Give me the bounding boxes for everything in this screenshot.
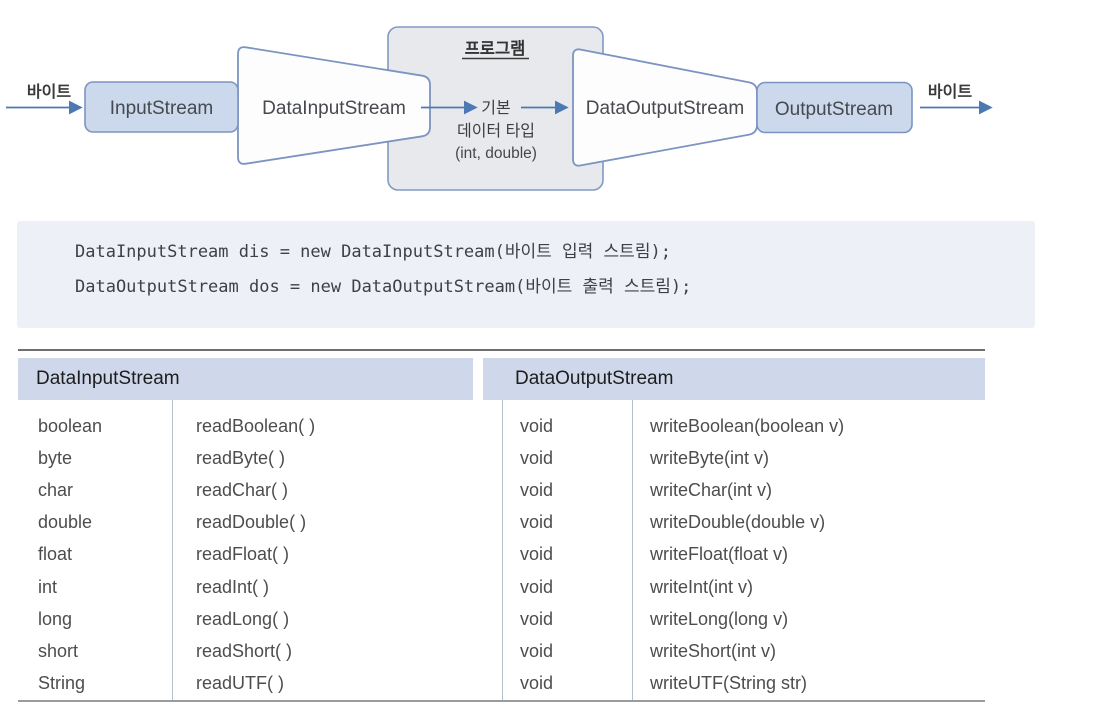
cell-write-method: writeFloat(float v) (650, 544, 789, 565)
cell-return-type: void (520, 544, 554, 565)
table-row: long readLong( ) void writeLong(long v) (18, 603, 985, 635)
cell-write-method: writeDouble(double v) (650, 512, 826, 533)
cell-write-method: writeBoolean(boolean v) (650, 415, 845, 436)
table-row: double readDouble( ) void writeDouble(do… (18, 507, 985, 539)
cell-write-method: writeInt(int v) (650, 576, 754, 597)
code-snippet: DataInputStream dis = new DataInputStrea… (17, 221, 1035, 328)
cell-return-type: void (520, 608, 554, 629)
cell-type: String (38, 673, 86, 694)
header-data-input-stream: DataInputStream (18, 358, 473, 400)
header-gap (473, 358, 483, 400)
output-stream-label: OutputStream (775, 99, 893, 120)
data-input-stream-label: DataInputStream (262, 98, 406, 119)
cell-type: boolean (38, 415, 103, 436)
cell-type: int (38, 576, 58, 597)
table-body: boolean readBoolean( ) void writeBoolean… (18, 400, 985, 700)
input-stream-box (84, 81, 239, 133)
cell-write-method: writeLong(long v) (650, 608, 789, 629)
cell-read-method: readByte( ) (196, 447, 286, 468)
cell-read-method: readChar( ) (196, 479, 289, 500)
cell-return-type: void (520, 479, 554, 500)
cell-return-type: void (520, 673, 554, 694)
cell-type: byte (38, 447, 73, 468)
cell-type: char (38, 479, 74, 500)
program-line2: 데이터 타입 (457, 122, 535, 140)
cell-type: short (38, 640, 79, 661)
code-line-1: DataInputStream dis = new DataInputStrea… (75, 242, 671, 262)
table-bottom-rule (18, 700, 985, 702)
column-divider (172, 400, 173, 700)
data-input-stream-trapezoid (237, 46, 431, 165)
table-row: byte readByte( ) void writeByte(int v) (18, 442, 985, 474)
code-line-2: DataOutputStream dos = new DataOutputStr… (75, 277, 692, 297)
cell-read-method: readInt( ) (196, 576, 270, 597)
cell-type: long (38, 608, 73, 629)
cell-return-type: void (520, 447, 554, 468)
cell-write-method: writeShort(int v) (650, 640, 777, 661)
program-line3: (int, double) (455, 145, 537, 162)
byte-label-left: 바이트 (27, 83, 71, 101)
cell-return-type: void (520, 640, 554, 661)
input-stream-label: InputStream (110, 98, 214, 119)
cell-return-type: void (520, 576, 554, 597)
table-row: char readChar( ) void writeChar(int v) (18, 474, 985, 506)
cell-return-type: void (520, 512, 554, 533)
byte-label-right: 바이트 (928, 83, 972, 101)
table-row: boolean readBoolean( ) void writeBoolean… (18, 410, 985, 442)
program-title: 프로그램 (465, 39, 526, 58)
cell-type: double (38, 512, 93, 533)
cell-type: float (38, 544, 73, 565)
cell-write-method: writeByte(int v) (650, 447, 770, 468)
cell-read-method: readLong( ) (196, 608, 290, 629)
stream-flow-diagram: 바이트 InputStream DataInputStream 프로그램 기본 … (6, 26, 993, 191)
cell-read-method: readDouble( ) (196, 512, 307, 533)
column-divider (632, 400, 633, 700)
cell-write-method: writeChar(int v) (650, 479, 773, 500)
table-top-rule (18, 349, 985, 351)
output-stream-box (756, 81, 913, 134)
cell-read-method: readBoolean( ) (196, 415, 316, 436)
table-row: short readShort( ) void writeShort(int v… (18, 635, 985, 667)
program-line1: 기본 (481, 99, 510, 117)
cell-read-method: readShort( ) (196, 640, 293, 661)
cell-read-method: readUTF( ) (196, 673, 285, 694)
cell-write-method: writeUTF(String str) (650, 673, 807, 694)
data-output-stream-label: DataOutputStream (586, 98, 744, 119)
table-row: float readFloat( ) void writeFloat(float… (18, 539, 985, 571)
stream-methods-table: DataInputStream DataOutputStream boolean… (18, 349, 985, 702)
header-data-output-stream: DataOutputStream (483, 358, 985, 400)
cell-return-type: void (520, 415, 554, 436)
table-header-row: DataInputStream DataOutputStream (18, 358, 985, 400)
table-row: String readUTF( ) void writeUTF(String s… (18, 668, 985, 700)
table-row: int readInt( ) void writeInt(int v) (18, 571, 985, 603)
column-divider (502, 400, 503, 700)
cell-read-method: readFloat( ) (196, 544, 290, 565)
